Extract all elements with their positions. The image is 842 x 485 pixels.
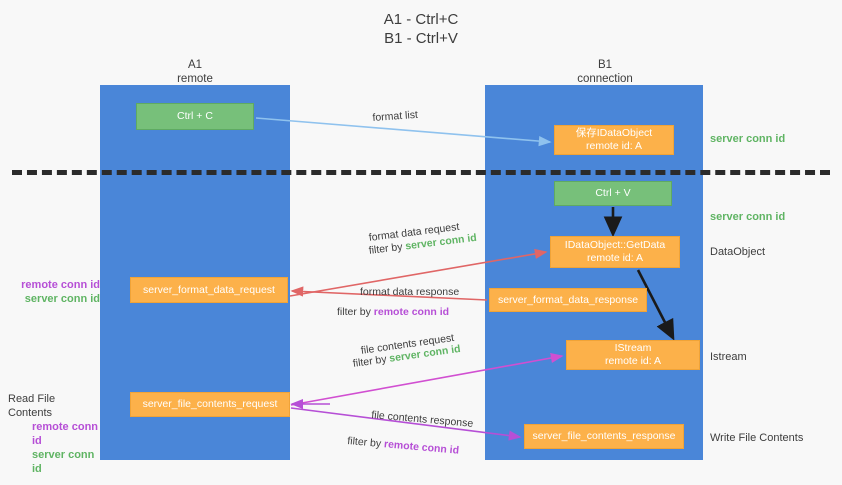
- node-save-idataobject[interactable]: 保存IDataObject remote id: A: [554, 125, 674, 155]
- node-save-idataobject-line1: 保存IDataObject: [575, 127, 653, 139]
- edge-label-file-contents-response-filter: filter by remote conn id: [347, 434, 460, 458]
- node-server-file-contents-response-label: server_file_contents_response: [532, 430, 676, 442]
- edge-label-format-data-response: format data response: [360, 286, 460, 298]
- column-a1-name: A1: [187, 59, 203, 71]
- node-istream[interactable]: IStream remote id: A: [566, 340, 700, 370]
- column-b1-name: B1: [597, 59, 613, 71]
- node-server-file-contents-request-label: server_file_contents_request: [142, 398, 278, 410]
- node-server-format-data-request-label: server_format_data_request: [143, 283, 275, 296]
- annotation-write-file-contents: Write File Contents: [710, 432, 804, 444]
- filter-prefix: filter by: [346, 434, 385, 451]
- filter-prefix: filter by: [337, 306, 374, 318]
- edge-label-format-list: format list: [372, 108, 419, 124]
- node-idataobject-getdata[interactable]: IDataObject::GetData remote id: A: [550, 236, 680, 268]
- node-getdata-line1: IDataObject::GetData: [564, 239, 666, 251]
- annotation-server-conn-id-top: server conn id: [710, 133, 786, 145]
- filter-id-remote-conn-id: remote conn id: [373, 306, 450, 318]
- page-title: A1 - Ctrl+C B1 - Ctrl+V: [383, 11, 459, 47]
- column-header-a1: A1 remote: [110, 58, 280, 86]
- annotation-istream: Istream: [710, 351, 747, 363]
- annotation-read-file-contents-group: Read File Contents remote conn id server…: [8, 392, 100, 476]
- divider-dashed-line: [12, 170, 830, 175]
- annotation-remote-conn-id: remote conn id: [21, 279, 100, 291]
- edge-label-format-data-response-filter: filter by remote conn id: [337, 305, 449, 319]
- column-b1-role: connection: [577, 73, 633, 85]
- edge-label-file-contents-response: file contents response: [370, 408, 474, 430]
- node-istream-line1: IStream: [614, 342, 652, 354]
- node-server-file-contents-request[interactable]: server_file_contents_request: [130, 392, 290, 417]
- annotation-read-file-contents: Read File Contents: [8, 393, 56, 419]
- filter-prefix: filter by: [352, 352, 391, 370]
- node-ctrl-c-label: Ctrl + C: [177, 110, 213, 122]
- node-getdata-line2: remote id: A: [586, 252, 644, 264]
- node-server-format-data-request[interactable]: server_format_data_request: [130, 277, 288, 303]
- node-save-idataobject-line2: remote id: A: [585, 140, 643, 152]
- annotation-remote-conn-id: remote conn id: [32, 421, 99, 447]
- annotation-conn-ids-format: remote conn id server conn id: [8, 278, 100, 306]
- annotation-server-conn-id: server conn id: [32, 449, 95, 475]
- filter-prefix: filter by: [368, 240, 407, 257]
- node-server-format-data-response-label: server_format_data_response: [497, 293, 639, 306]
- column-header-b1: B1 connection: [520, 58, 690, 86]
- annotation-server-conn-id: server conn id: [24, 293, 100, 305]
- node-istream-line2: remote id: A: [604, 355, 662, 367]
- node-ctrl-c[interactable]: Ctrl + C: [136, 103, 254, 130]
- annotation-dataobject: DataObject: [710, 246, 766, 258]
- node-ctrl-v-label: Ctrl + V: [595, 187, 631, 199]
- filter-id-remote-conn-id: remote conn id: [383, 438, 460, 457]
- annotation-server-conn-id-mid: server conn id: [710, 211, 786, 223]
- node-server-file-contents-response[interactable]: server_file_contents_response: [524, 424, 684, 449]
- node-server-format-data-response[interactable]: server_format_data_response: [489, 288, 647, 312]
- node-ctrl-v[interactable]: Ctrl + V: [554, 181, 672, 206]
- column-a1-role: remote: [177, 73, 213, 85]
